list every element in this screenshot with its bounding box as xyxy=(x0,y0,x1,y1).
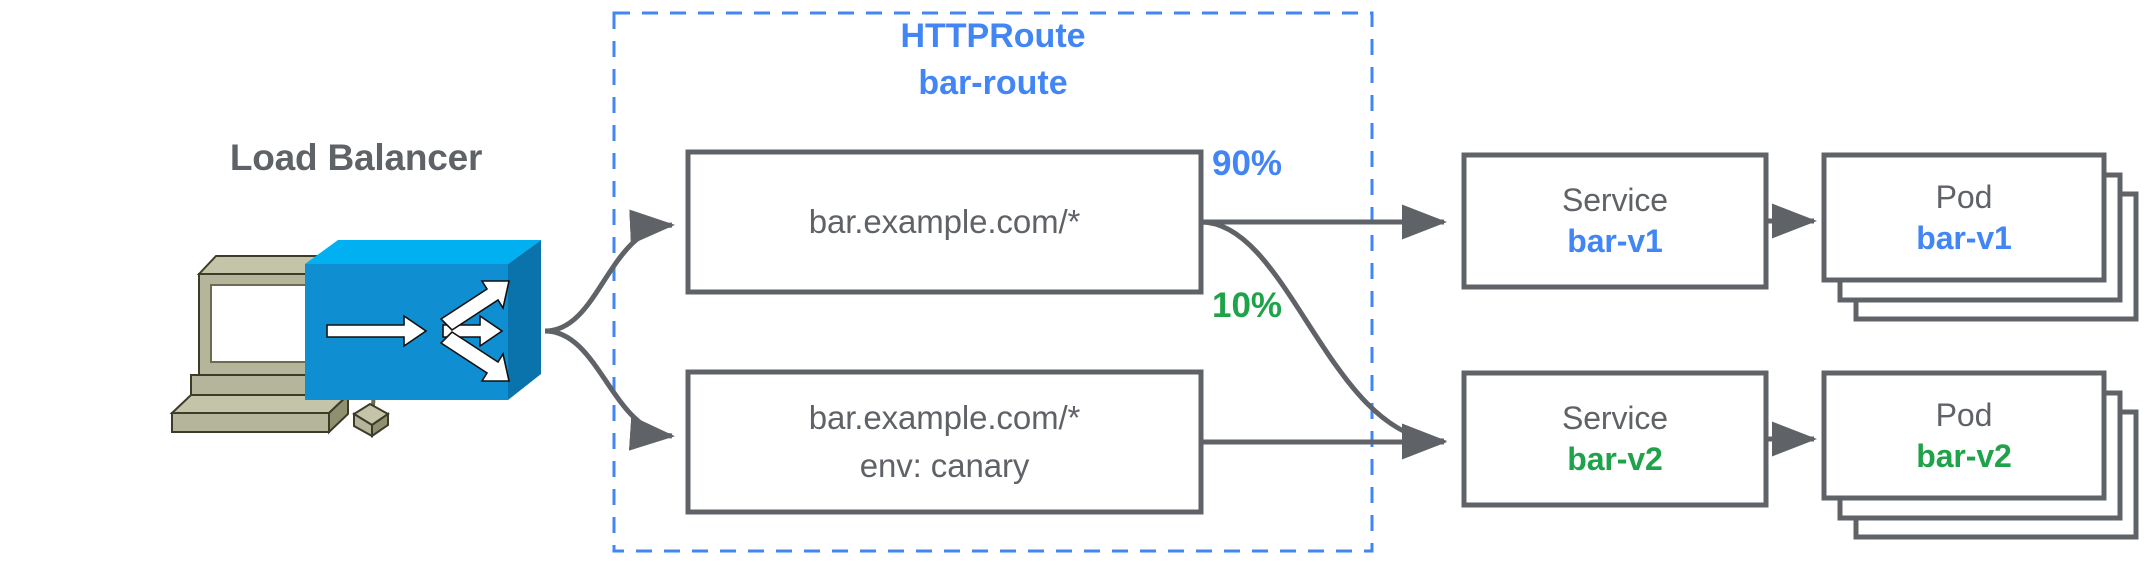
pod-bar-v2-title: Pod xyxy=(1935,396,1993,433)
rule-primary-label[interactable]: bar.example.com/* xyxy=(688,152,1201,292)
rule-canary-header-match: env: canary xyxy=(859,447,1030,484)
rule-primary-hostname: bar.example.com/* xyxy=(808,203,1081,240)
service-bar-v1-title: Service xyxy=(1561,182,1668,218)
connector-lb-to-rule-canary xyxy=(544,328,675,451)
pod-bar-v1-name: bar-v1 xyxy=(1916,219,2012,256)
pod-bar-v2-label[interactable]: Pod bar-v2 xyxy=(1824,373,2104,498)
httproute-kind-label: HTTPRoute xyxy=(900,17,1086,55)
weight-label-90: 90% xyxy=(1212,144,1283,183)
load-balancer-label: Load Balancer xyxy=(229,137,483,178)
service-bar-v1-name: bar-v1 xyxy=(1567,223,1663,259)
rule-canary-hostname: bar.example.com/* xyxy=(808,399,1081,436)
workstation-icon xyxy=(169,253,390,438)
service-bar-v2-name: bar-v2 xyxy=(1567,441,1663,477)
service-bar-v2-label[interactable]: Service bar-v2 xyxy=(1464,373,1766,505)
httproute-name-label: bar-route xyxy=(918,64,1068,102)
service-bar-v2-title: Service xyxy=(1561,400,1668,436)
httproute-title: HTTPRoute bar-route xyxy=(613,13,1373,107)
service-bar-v1-label[interactable]: Service bar-v1 xyxy=(1464,155,1766,287)
rule-canary-label[interactable]: bar.example.com/* env: canary xyxy=(688,372,1201,512)
connector-rule-primary-to-service-bar-v2 xyxy=(1200,219,1447,459)
pod-bar-v1-title: Pod xyxy=(1935,178,1993,215)
weight-label-10: 10% xyxy=(1212,286,1283,325)
pod-bar-v1-label[interactable]: Pod bar-v1 xyxy=(1824,155,2104,280)
connector-lb-to-rule-primary xyxy=(544,209,675,334)
load-balancer-switch-icon xyxy=(305,240,541,400)
pod-bar-v2-name: bar-v2 xyxy=(1916,437,2012,474)
